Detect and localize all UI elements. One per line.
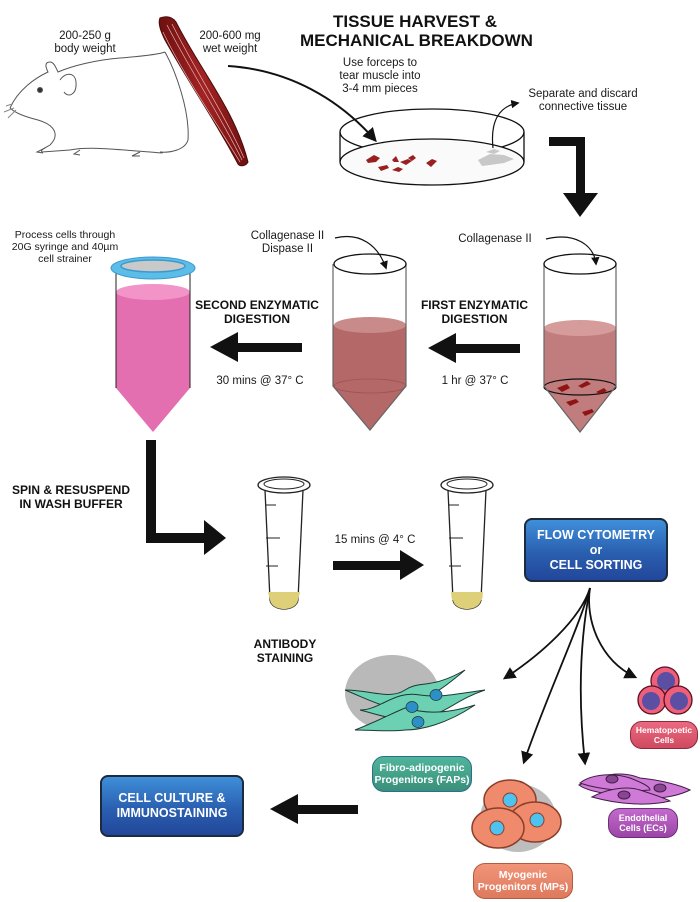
muscle-pieces <box>366 155 437 172</box>
connective-note-line1: Separate and discard <box>528 88 638 100</box>
ec-line2: Cells (ECs) <box>619 823 667 833</box>
first-digestion-label: FIRST ENZYMATIC DIGESTION <box>412 298 537 326</box>
cell-culture-box: CELL CULTURE & IMMUNOSTAINING <box>100 775 244 837</box>
rat-illustration <box>3 51 189 157</box>
first-digestion-condition: 1 hr @ 37° C <box>441 375 509 387</box>
incubation-condition: 15 mins @ 4° C <box>334 534 416 546</box>
muscle-weight-caption: wet weight <box>202 43 258 55</box>
muscle-illustration <box>158 16 249 167</box>
arrow-second-digestion <box>210 332 302 362</box>
second-digestion-line2: DIGESTION <box>223 312 290 326</box>
strainer-line3: cell strainer <box>38 253 92 265</box>
flow-box-line2: or <box>589 542 603 557</box>
spin-line2: IN WASH BUFFER <box>19 497 123 511</box>
body-weight-caption: body weight <box>54 43 116 55</box>
flow-box-line3: CELL SORTING <box>549 557 643 572</box>
first-digestion-line2: DIGESTION <box>441 312 508 326</box>
second-reagent-line2: Dispase II <box>261 243 314 255</box>
flow-box-line1: FLOW CYTOMETRY <box>536 527 656 542</box>
hematopoetic-line1: Hematopoetic <box>635 725 693 735</box>
elbow-arrow-right <box>146 440 226 555</box>
body-weight-label: 200-250 g body weight <box>40 30 130 56</box>
title-line1: TISSUE HARVEST & <box>332 12 498 31</box>
forceps-note: Use forceps to tear muscle into 3-4 mm p… <box>330 57 430 96</box>
arrow-first-digestion <box>428 333 520 363</box>
connective-note-line2: connective tissue <box>538 101 628 113</box>
title-line2: MECHANICAL BREAKDOWN <box>300 31 533 50</box>
muscle-weight-value: 200-600 mg <box>199 30 261 42</box>
connective-tissue-note: Separate and discard connective tissue <box>518 88 648 114</box>
strainer-note: Process cells through 20G syringe and 40… <box>2 229 128 265</box>
mp-line2: Progenitors (MPs) <box>477 881 569 893</box>
connective-tissue <box>478 149 514 166</box>
mp-label: Myogenic Progenitors (MPs) <box>473 863 573 899</box>
hematopoetic-label: Hematopoetic Cells <box>630 721 698 749</box>
hematopoetic-line2: Cells <box>653 735 675 745</box>
arrow-incubation <box>333 550 424 580</box>
sorting-branch-arrows <box>502 587 638 766</box>
spin-resuspend-label: SPIN & RESUSPEND IN WASH BUFFER <box>6 483 136 511</box>
petri-dish <box>339 108 525 186</box>
first-digestion-tube <box>543 253 617 433</box>
strainer-line1: Process cells through <box>14 229 116 241</box>
body-weight-value: 200-250 g <box>59 30 111 42</box>
spin-line1: SPIN & RESUSPEND <box>11 483 131 497</box>
strainer-line2: 20G syringe and 40µm <box>11 241 119 253</box>
ec-line1: Endothelial <box>618 813 668 823</box>
forceps-note-line2: tear muscle into <box>339 70 421 82</box>
second-digestion-label: SECOND ENZYMATIC DIGESTION <box>192 298 322 326</box>
culture-box-line2: IMMUNOSTAINING <box>116 806 228 820</box>
ec-label: Endothelial Cells (ECs) <box>608 808 678 838</box>
second-digestion-tube <box>332 253 407 431</box>
collagenase-arrow-1 <box>545 236 600 266</box>
reagent-arrow-2 <box>334 236 388 270</box>
mp-line1: Myogenic <box>498 869 548 881</box>
fap-line2: Progenitors (FAPs) <box>374 774 470 786</box>
forceps-note-line3: 3-4 mm pieces <box>342 83 418 95</box>
staining-line2: STAINING <box>256 651 314 665</box>
fap-label: Fibro-adipogenic Progenitors (FAPs) <box>372 756 472 792</box>
first-digestion-line1: FIRST ENZYMATIC <box>420 298 529 312</box>
endothelial-cells <box>578 773 692 805</box>
second-digestion-condition: 30 mins @ 37° C <box>216 375 304 387</box>
page-title: TISSUE HARVEST & MECHANICAL BREAKDOWN <box>300 12 533 50</box>
second-reagent-line1: Collagenase II <box>250 230 325 242</box>
elbow-arrow-down <box>549 137 598 217</box>
strainer-tube <box>110 256 196 432</box>
arrow-to-culture <box>270 794 358 824</box>
second-digestion-line1: SECOND ENZYMATIC <box>195 298 319 312</box>
antibody-staining-label: ANTIBODY STAINING <box>240 637 330 665</box>
flow-cytometry-box: FLOW CYTOMETRY or CELL SORTING <box>524 518 668 582</box>
harvest-arrow <box>227 65 377 143</box>
forceps-note-line1: Use forceps to <box>342 57 418 69</box>
staining-line1: ANTIBODY <box>253 637 317 651</box>
muscle-weight-label: 200-600 mg wet weight <box>190 30 270 56</box>
second-reagent-label: Collagenase II Dispase II <box>240 230 335 256</box>
fap-cells <box>344 655 486 732</box>
antibody-tube-2 <box>440 476 494 610</box>
first-reagent-label: Collagenase II <box>458 233 532 245</box>
culture-box-line1: CELL CULTURE & <box>118 791 226 805</box>
hematopoetic-cells <box>637 666 693 715</box>
discard-arrow <box>491 99 520 149</box>
fap-line1: Fibro-adipogenic <box>379 762 465 774</box>
mp-cells <box>471 779 562 852</box>
antibody-tube-1 <box>257 476 311 610</box>
